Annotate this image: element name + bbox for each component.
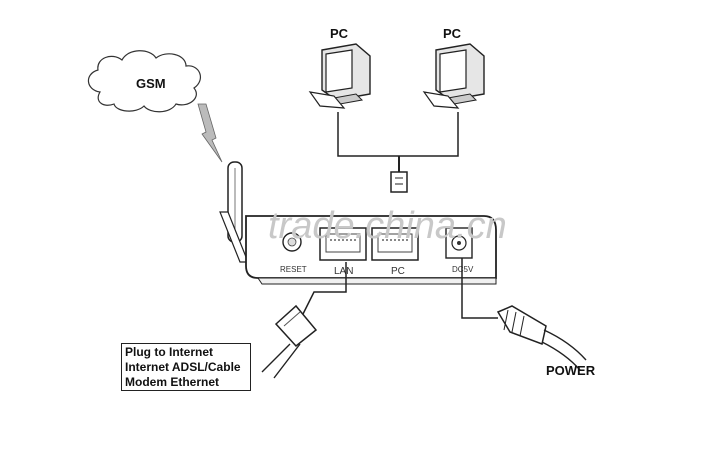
pc2-label: PC [443,26,462,41]
lan-cable [299,262,347,321]
pc-port-label: PC [391,266,405,277]
pc1-label: PC [330,26,349,41]
gsm-label: GSM [136,76,166,91]
pc-port [371,227,419,261]
note-line-3: Modem Ethernet [125,375,220,389]
internet-note-box: Plug to Internet Internet ADSL/Cable Mod… [121,343,251,391]
rj45-plug-lan [274,304,318,348]
pc-1 [308,43,371,109]
power-label: POWER [546,363,596,378]
lightning-icon [197,103,223,163]
gsm-cloud [87,50,202,113]
dc-label: DC5V [452,265,474,274]
watermark: trade.china.cn [268,205,507,247]
reset-label: RESET [280,265,307,274]
note-line-2: Internet ADSL/Cable [125,360,241,374]
note-line-1: Plug to Internet [125,345,213,359]
power-cable [461,258,498,319]
lan-label: LAN [334,266,353,277]
pc-cables [337,112,459,157]
pc-2 [422,43,485,109]
dc-jack [445,227,473,259]
lan-port [319,227,367,261]
rj45-plug-top [390,171,408,193]
